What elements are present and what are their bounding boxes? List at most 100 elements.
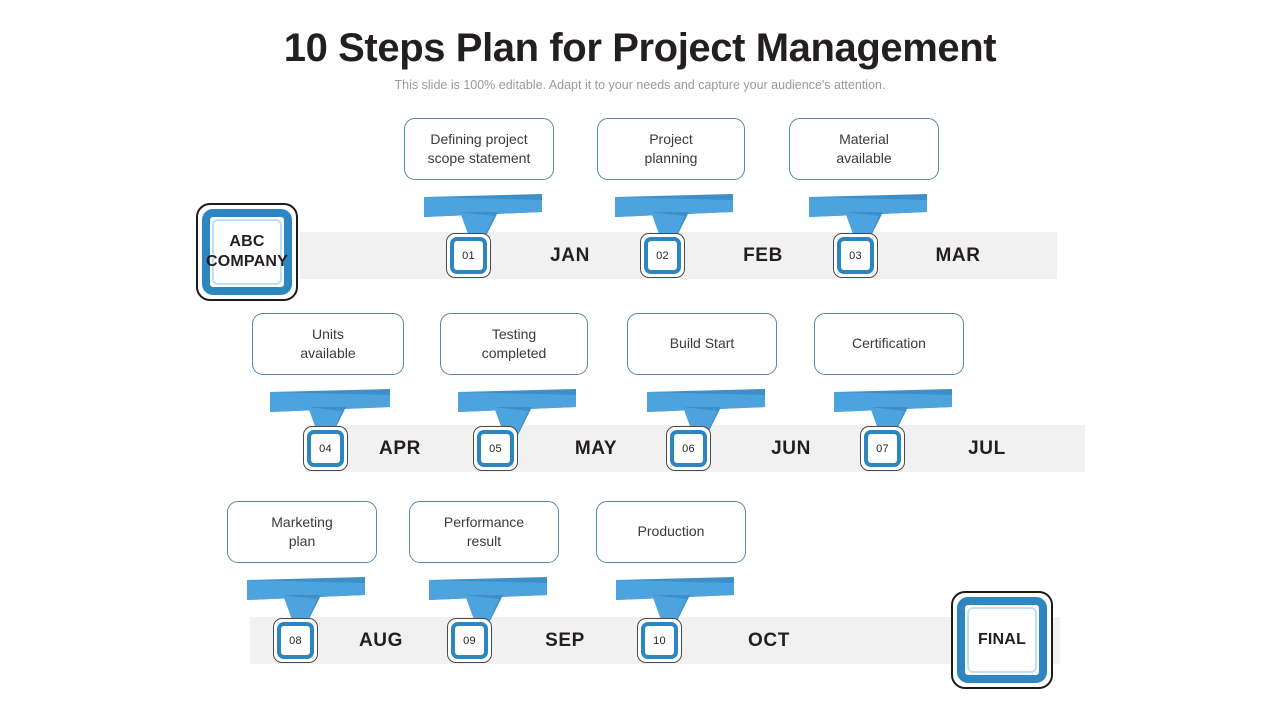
month-label-may: MAY: [574, 438, 618, 459]
badge-outer-ring: ABC COMPANY: [202, 209, 292, 295]
callout-step-08[interactable]: Marketing plan: [227, 501, 377, 639]
badge-line-2: COMPANY: [206, 253, 288, 270]
step-number: 09: [463, 634, 476, 647]
badge-inner-ring: FINAL: [967, 607, 1037, 673]
marker-ring: 08: [277, 622, 314, 659]
callout-line-2: completed: [481, 345, 547, 361]
callout-line-2: result: [466, 533, 502, 549]
marker-ring: 01: [450, 237, 487, 274]
step-number: 08: [289, 634, 302, 647]
step-number: 07: [876, 442, 889, 455]
step-number: 04: [319, 442, 332, 455]
step-number: 03: [849, 249, 862, 262]
step-marker-03[interactable]: 03: [833, 233, 878, 278]
badge-inner-ring: ABC COMPANY: [206, 219, 288, 285]
ribbon-connector: [429, 577, 547, 639]
callout-step-01[interactable]: Defining project scope statement: [404, 118, 554, 256]
step-marker-01[interactable]: 01: [446, 233, 491, 278]
month-label-sep: SEP: [545, 630, 585, 651]
page-title: 10 Steps Plan for Project Management: [283, 26, 997, 70]
step-marker-08[interactable]: 08: [273, 618, 318, 663]
step-marker-07[interactable]: 07: [860, 426, 905, 471]
marker-ring: 10: [641, 622, 678, 659]
callout-line-1: Certification: [852, 335, 926, 352]
step-number: 05: [489, 442, 502, 455]
callout-box: Production: [596, 501, 746, 563]
callout-line-1: Marketing: [271, 513, 333, 530]
callout-line-1: Build Start: [669, 335, 735, 352]
callout-box: Material available: [789, 118, 939, 180]
ribbon-connector: [616, 577, 734, 639]
callout-step-04[interactable]: Units available: [252, 313, 404, 451]
callout-line-1: Defining project: [430, 130, 528, 147]
callout-line-1: Testing: [491, 325, 537, 342]
step-marker-10[interactable]: 10: [637, 618, 682, 663]
page-subtitle: This slide is 100% editable. Adapt it to…: [394, 78, 886, 92]
marker-ring: 04: [307, 430, 344, 467]
badge-final-label: FINAL: [977, 631, 1027, 649]
ribbon-connector: [834, 389, 952, 451]
callout-step-02[interactable]: Project planning: [597, 118, 745, 256]
step-marker-04[interactable]: 04: [303, 426, 348, 471]
step-marker-05[interactable]: 05: [473, 426, 518, 471]
callout-box: Certification: [814, 313, 964, 375]
marker-ring: 02: [644, 237, 681, 274]
callout-line-2: available: [300, 345, 356, 361]
callout-box: Build Start: [627, 313, 777, 375]
callout-box: Units available: [252, 313, 404, 375]
callout-text: Units available: [292, 325, 363, 363]
callout-step-10[interactable]: Production: [596, 501, 746, 639]
callout-step-07[interactable]: Certification: [814, 313, 964, 451]
marker-ring: 09: [451, 622, 488, 659]
callout-step-03[interactable]: Material available: [789, 118, 939, 256]
badge-abc-company-label: ABC COMPANY: [206, 232, 288, 271]
marker-ring: 06: [670, 430, 707, 467]
callout-line-2: scope statement: [427, 150, 531, 166]
step-marker-09[interactable]: 09: [447, 618, 492, 663]
callout-text: Certification: [844, 334, 934, 353]
callout-line-1: Material: [839, 130, 889, 147]
badge-abc-company[interactable]: ABC COMPANY: [196, 203, 298, 301]
callout-text: Marketing plan: [263, 513, 340, 551]
month-label-mar: MAR: [935, 245, 981, 266]
callout-line-1: Project: [649, 130, 693, 147]
marker-ring: 07: [864, 430, 901, 467]
callout-line-2: plan: [288, 533, 316, 549]
month-label-jul: JUL: [968, 438, 1006, 459]
month-label-aug: AUG: [358, 630, 404, 651]
callout-text: Material available: [828, 130, 899, 168]
callout-text: Performance result: [436, 513, 532, 551]
marker-ring: 05: [477, 430, 514, 467]
badge-line-1: ABC: [229, 233, 265, 251]
callout-line-2: available: [836, 150, 892, 166]
callout-text: Defining project scope statement: [420, 130, 539, 168]
callout-line-2: planning: [644, 150, 698, 166]
callout-line-1: Units: [312, 325, 344, 342]
step-number: 01: [462, 249, 475, 262]
marker-ring: 03: [837, 237, 874, 274]
callout-box: Performance result: [409, 501, 559, 563]
badge-final[interactable]: FINAL: [951, 591, 1053, 689]
month-label-jan: JAN: [550, 245, 590, 266]
month-label-jun: JUN: [771, 438, 811, 459]
callout-step-05[interactable]: Testing completed: [440, 313, 588, 451]
callout-line-1: Performance: [443, 513, 525, 530]
callout-box: Project planning: [597, 118, 745, 180]
callout-box: Marketing plan: [227, 501, 377, 563]
step-marker-02[interactable]: 02: [640, 233, 685, 278]
month-label-oct: OCT: [748, 630, 790, 651]
callout-text: Build Start: [662, 334, 743, 353]
step-number: 10: [653, 634, 666, 647]
step-marker-06[interactable]: 06: [666, 426, 711, 471]
step-number: 06: [682, 442, 695, 455]
callout-text: Production: [630, 522, 713, 541]
callout-text: Project planning: [637, 130, 706, 168]
callout-step-06[interactable]: Build Start: [627, 313, 777, 451]
month-label-apr: APR: [379, 438, 421, 459]
callout-box: Testing completed: [440, 313, 588, 375]
callout-line-1: Production: [637, 523, 705, 540]
step-number: 02: [656, 249, 669, 262]
callout-step-09[interactable]: Performance result: [409, 501, 559, 639]
ribbon-connector: [247, 577, 365, 639]
